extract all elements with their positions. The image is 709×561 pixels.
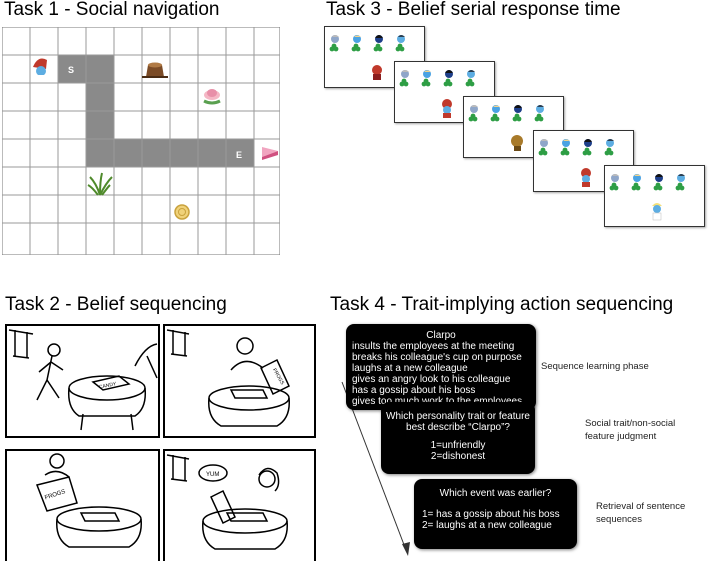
task4-title: Task 4 - Trait-implying action sequencin… [330,294,674,315]
red-smurf-icon [372,65,382,80]
phase-label-learning: Sequence learning phase [541,361,649,372]
trait-option-2: 2=dishonest [430,451,486,462]
trait-question-line1: Which personality trait or feature [386,411,530,422]
end-label: E [236,150,242,160]
papa-smurf-icon-2 [581,168,591,187]
grid-lines [2,27,280,255]
panel-2-drawing: FROGS [166,329,290,427]
action-sentence-1: insults the employees at the meeting [352,341,515,352]
phase-label-retrieval-line1: Retrieval of sentence [596,501,686,512]
response-card-5 [604,165,705,227]
social-navigation-grid: S E [2,27,280,255]
trait-judgment-box: Which personality trait or feature best … [381,402,535,474]
trait-question-line2: best describe “Clarpo”? [406,422,510,433]
panel-1-drawing: CANDY [8,329,158,431]
retrieval-box: Which event was earlier? 1= has a gossip… [414,479,577,549]
card-5-content [609,174,685,221]
belief-panel-4: YUM [163,449,316,561]
grass-icon [87,172,113,196]
phase-label-judgment-line1: Social trait/non-social [585,418,676,429]
cake-slice-icon [262,147,278,160]
phase-label-judgment-line2: feature judgment [585,431,657,442]
action-sentence-2: breaks his colleague's cup on purpose [352,352,522,363]
smurfette-icon [652,203,662,221]
phase-label-retrieval-line2: sequences [596,514,642,525]
brown-smurf-icon [511,135,523,151]
start-label: S [68,65,74,75]
task2-title: Task 2 - Belief sequencing [5,294,227,315]
card-2-content [399,70,475,118]
task3-title: Task 3 - Belief serial response time [326,0,621,20]
sequence-arrow [341,381,410,556]
trait-option-1: 1=unfriendly [430,440,486,451]
action-sentence-4: gives an angry look to his colleague [352,374,511,385]
tree-stump-icon [142,62,168,78]
phase-label-retrieval: Retrieval of sentence sequences [596,500,685,526]
card-3-content [468,105,544,151]
coin-icon [174,204,190,220]
phase-label-judgment: Social trait/non-social feature judgment [585,417,675,443]
papa-smurf-icon [442,99,452,118]
retrieval-option-1: 1= has a gossip about his boss [422,509,560,520]
learning-phase-box: Clarpo insults the employees at the meet… [346,324,536,410]
retrieval-option-2: 2= laughs at a new colleague [422,520,552,531]
action-sentence-5: has a gossip about his boss [352,385,476,396]
panel-3-drawing: FROGS [35,453,142,548]
box-label-candy: CANDY [99,381,118,391]
action-sentence-6: gives too much work to the employees [352,396,522,407]
card-1-content [329,35,405,80]
belief-panel-2: FROGS [163,324,316,438]
card-4-content [538,139,614,187]
belief-panel-1: CANDY [5,324,160,438]
box-label-frogs-2: FROGS [44,489,66,501]
task1-title: Task 1 - Social navigation [4,0,220,20]
panel-4-drawing: YUM [166,454,288,550]
box-label-frogs-1: FROGS [271,368,285,387]
action-sentence-3: laughs at a new colleague [352,363,468,374]
speech-bubble-text: YUM [206,472,219,478]
smurf-icon [33,58,47,80]
retrieval-question: Which event was earlier? [439,488,552,499]
flower-icon [203,89,221,105]
belief-panel-3: FROGS [5,449,160,561]
protagonist-name: Clarpo [426,330,456,341]
